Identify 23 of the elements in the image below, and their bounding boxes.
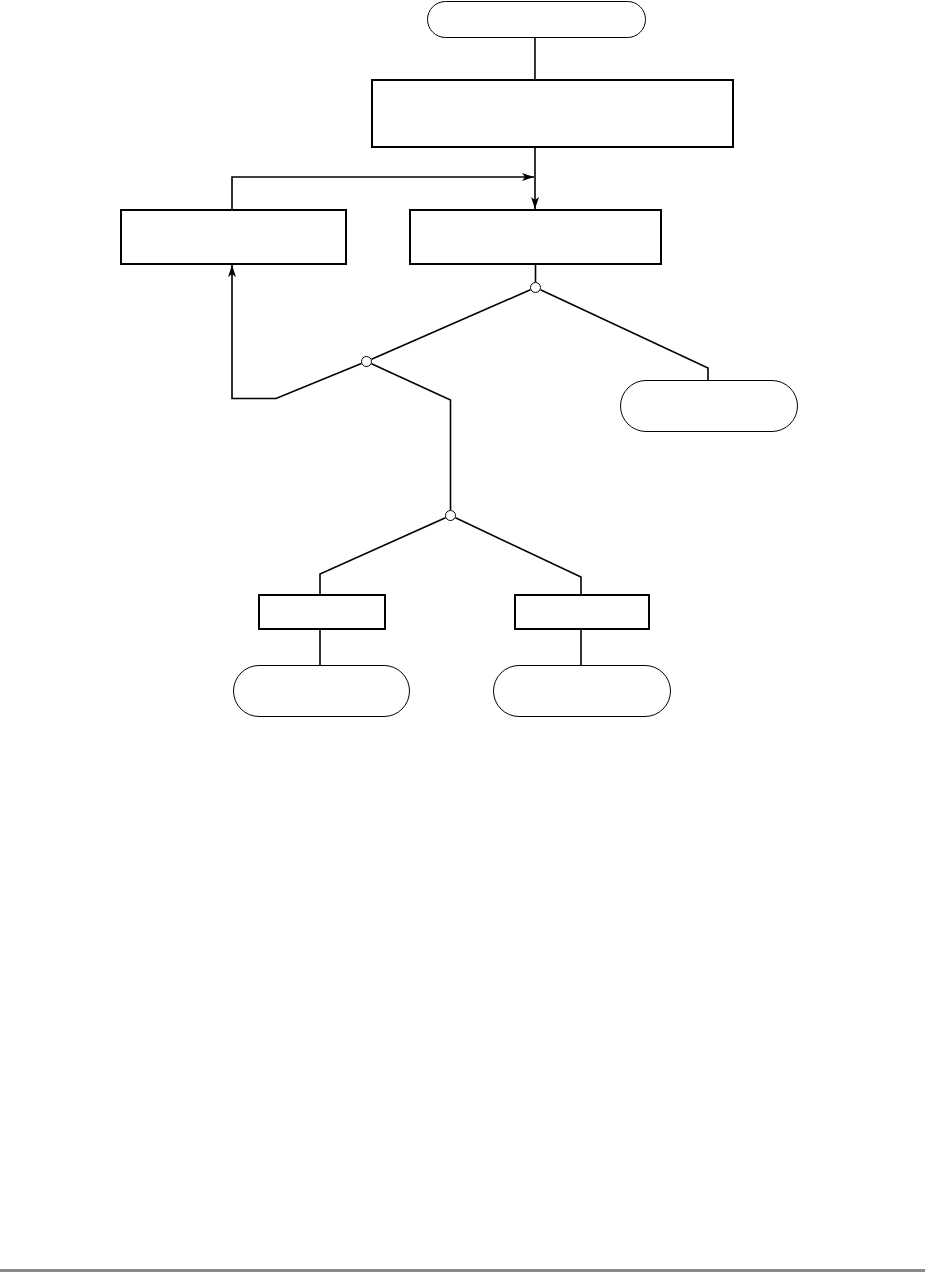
junction-circle — [445, 510, 456, 521]
connector-line — [534, 37, 536, 80]
process-box — [514, 594, 650, 630]
process-box — [258, 594, 386, 630]
terminal-pill — [233, 665, 410, 717]
arrow — [231, 173, 535, 210]
connector-line — [539, 289, 709, 381]
terminal-pill — [620, 380, 798, 432]
connector-line — [370, 363, 452, 511]
connector-line — [370, 288, 532, 361]
terminal-pill — [493, 665, 671, 717]
process-box — [409, 209, 662, 265]
junction-circle — [361, 356, 372, 367]
connector-line — [319, 629, 321, 666]
terminal-pill — [427, 1, 646, 38]
arrow — [531, 147, 539, 210]
connector-line — [580, 629, 582, 666]
connector-line — [319, 516, 447, 595]
connector-line — [454, 517, 582, 595]
junction-circle — [530, 282, 541, 293]
process-box — [120, 209, 347, 265]
process-box — [371, 79, 734, 148]
arrow — [228, 264, 363, 400]
